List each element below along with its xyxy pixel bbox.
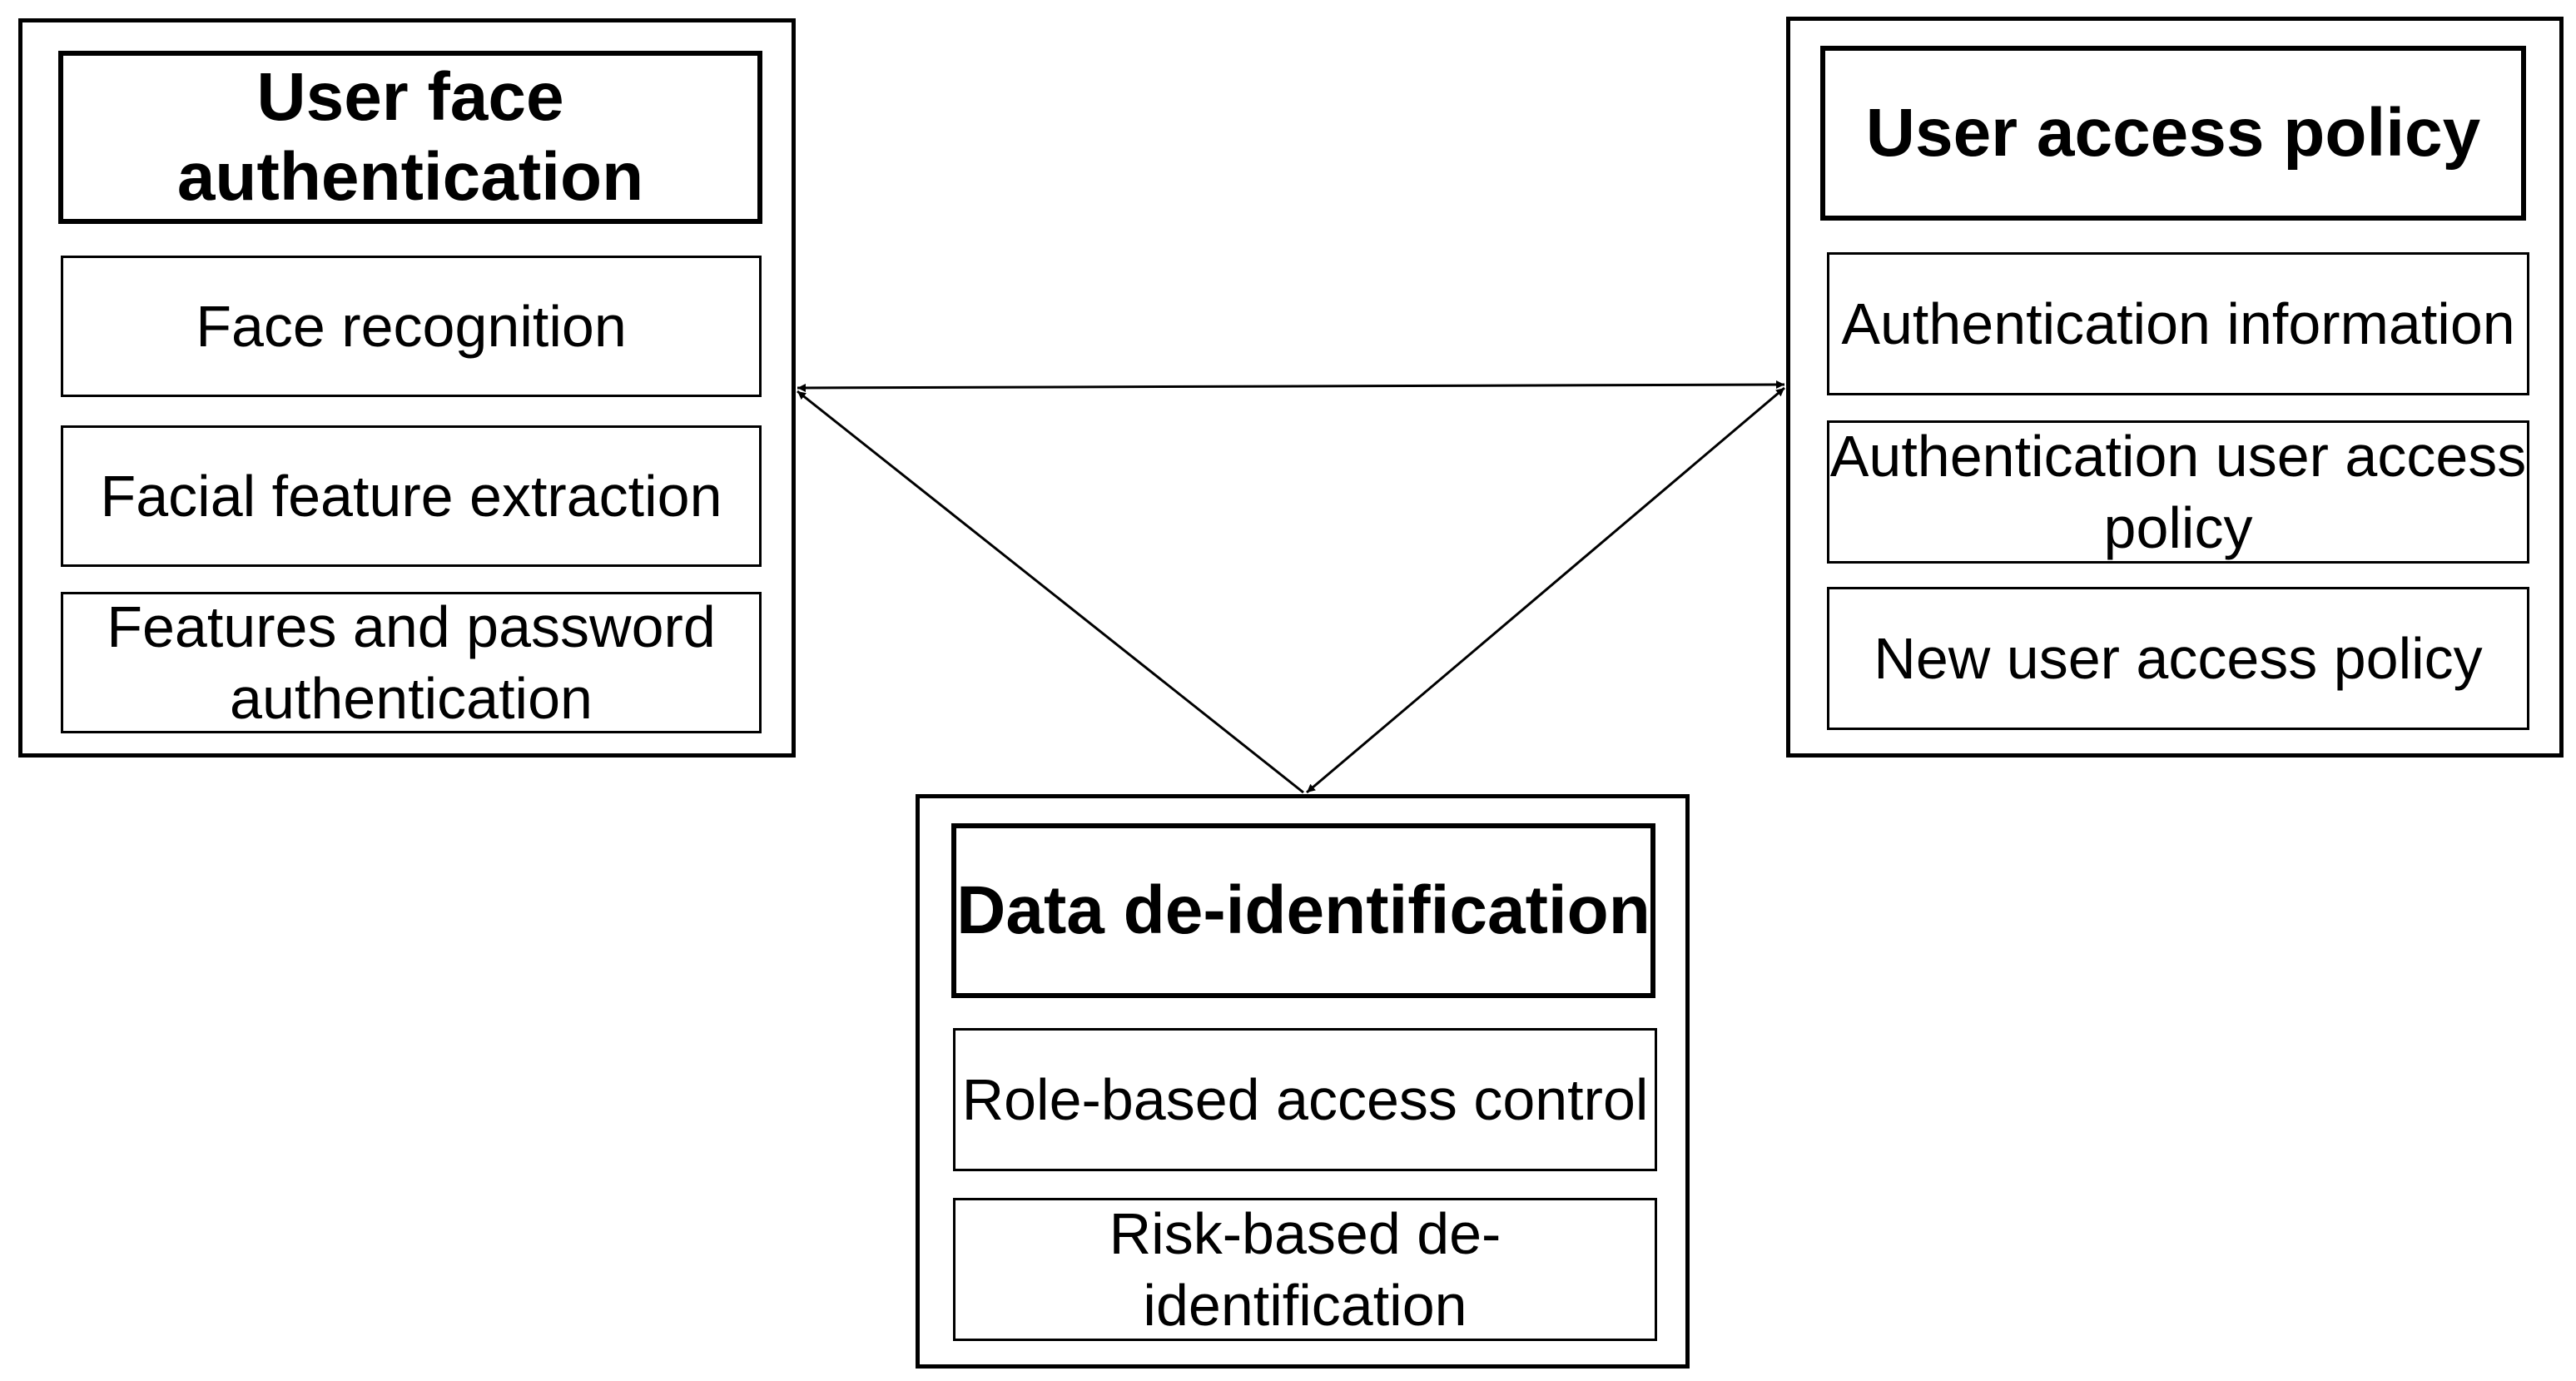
user-face-authentication-title: User face authentication [58,51,762,224]
features-password-authentication-box: Features and password authentication [61,592,762,733]
data-de-identification-title: Data de-identification [951,823,1655,998]
arrow-deid-face [797,390,1304,794]
authentication-information-box: Authentication information [1827,252,2529,395]
arrow-policy-deid [1306,386,1785,794]
user-access-policy-title: User access policy [1820,46,2526,221]
data-de-identification-group: Data de-identification Role-based access… [916,794,1690,1369]
arrow-face-policy [797,380,1785,392]
new-user-access-policy-box: New user access policy [1827,587,2529,730]
risk-based-de-identification-box: Risk-based de-identification [953,1198,1657,1341]
face-recognition-box: Face recognition [61,256,762,397]
authentication-user-access-policy-box: Authentication user access policy [1827,420,2529,564]
role-based-access-control-box: Role-based access control [953,1028,1657,1171]
user-face-authentication-group: User face authentication Face recognitio… [18,18,796,758]
facial-feature-extraction-box: Facial feature extraction [61,425,762,567]
user-access-policy-group: User access policy Authentication inform… [1786,17,2564,758]
